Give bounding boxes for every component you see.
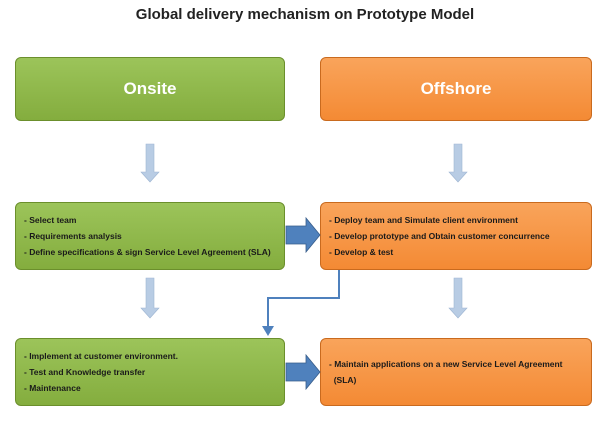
offshore-phase2-box: - Maintain applications on a new Service… bbox=[320, 338, 592, 406]
connector-arrowhead bbox=[262, 326, 274, 336]
onsite-phase2-item: - Maintenance bbox=[24, 382, 81, 393]
offshore-phase1-item: - Deploy team and Simulate client enviro… bbox=[329, 214, 518, 225]
onsite-phase2-item: - Test and Knowledge transfer bbox=[24, 366, 146, 377]
onsite-phase1-box: - Select team - Requirements analysis - … bbox=[15, 202, 285, 270]
down-arrow bbox=[140, 277, 160, 319]
onsite-phase2-item: - Implement at customer environment. bbox=[24, 350, 178, 361]
down-arrow bbox=[140, 143, 160, 183]
onsite-phase1-item: - Select team bbox=[24, 214, 77, 225]
onsite-phase1-item: - Define specifications & sign Service L… bbox=[24, 246, 271, 257]
offshore-phase1-box: - Deploy team and Simulate client enviro… bbox=[320, 202, 592, 270]
down-arrow bbox=[448, 277, 468, 319]
right-arrow bbox=[285, 216, 321, 254]
offshore-phase1-item: - Develop prototype and Obtain customer … bbox=[329, 230, 550, 241]
offshore-phase2-item: (SLA) bbox=[329, 374, 357, 385]
onsite-header-box: Onsite bbox=[15, 57, 285, 121]
down-arrow bbox=[448, 143, 468, 183]
onsite-phase1-item: - Requirements analysis bbox=[24, 230, 122, 241]
diagram-title: Global delivery mechanism on Prototype M… bbox=[135, 6, 475, 23]
offshore-phase1-item: - Develop & test bbox=[329, 246, 394, 257]
offshore-header-label: Offshore bbox=[420, 79, 492, 98]
onsite-phase2-box: - Implement at customer environment. - T… bbox=[15, 338, 285, 406]
right-arrow bbox=[285, 353, 321, 391]
onsite-header-label: Onsite bbox=[123, 79, 177, 98]
connector-line bbox=[267, 270, 340, 330]
offshore-phase2-item: - Maintain applications on a new Service… bbox=[329, 358, 563, 369]
offshore-header-box: Offshore bbox=[320, 57, 592, 121]
